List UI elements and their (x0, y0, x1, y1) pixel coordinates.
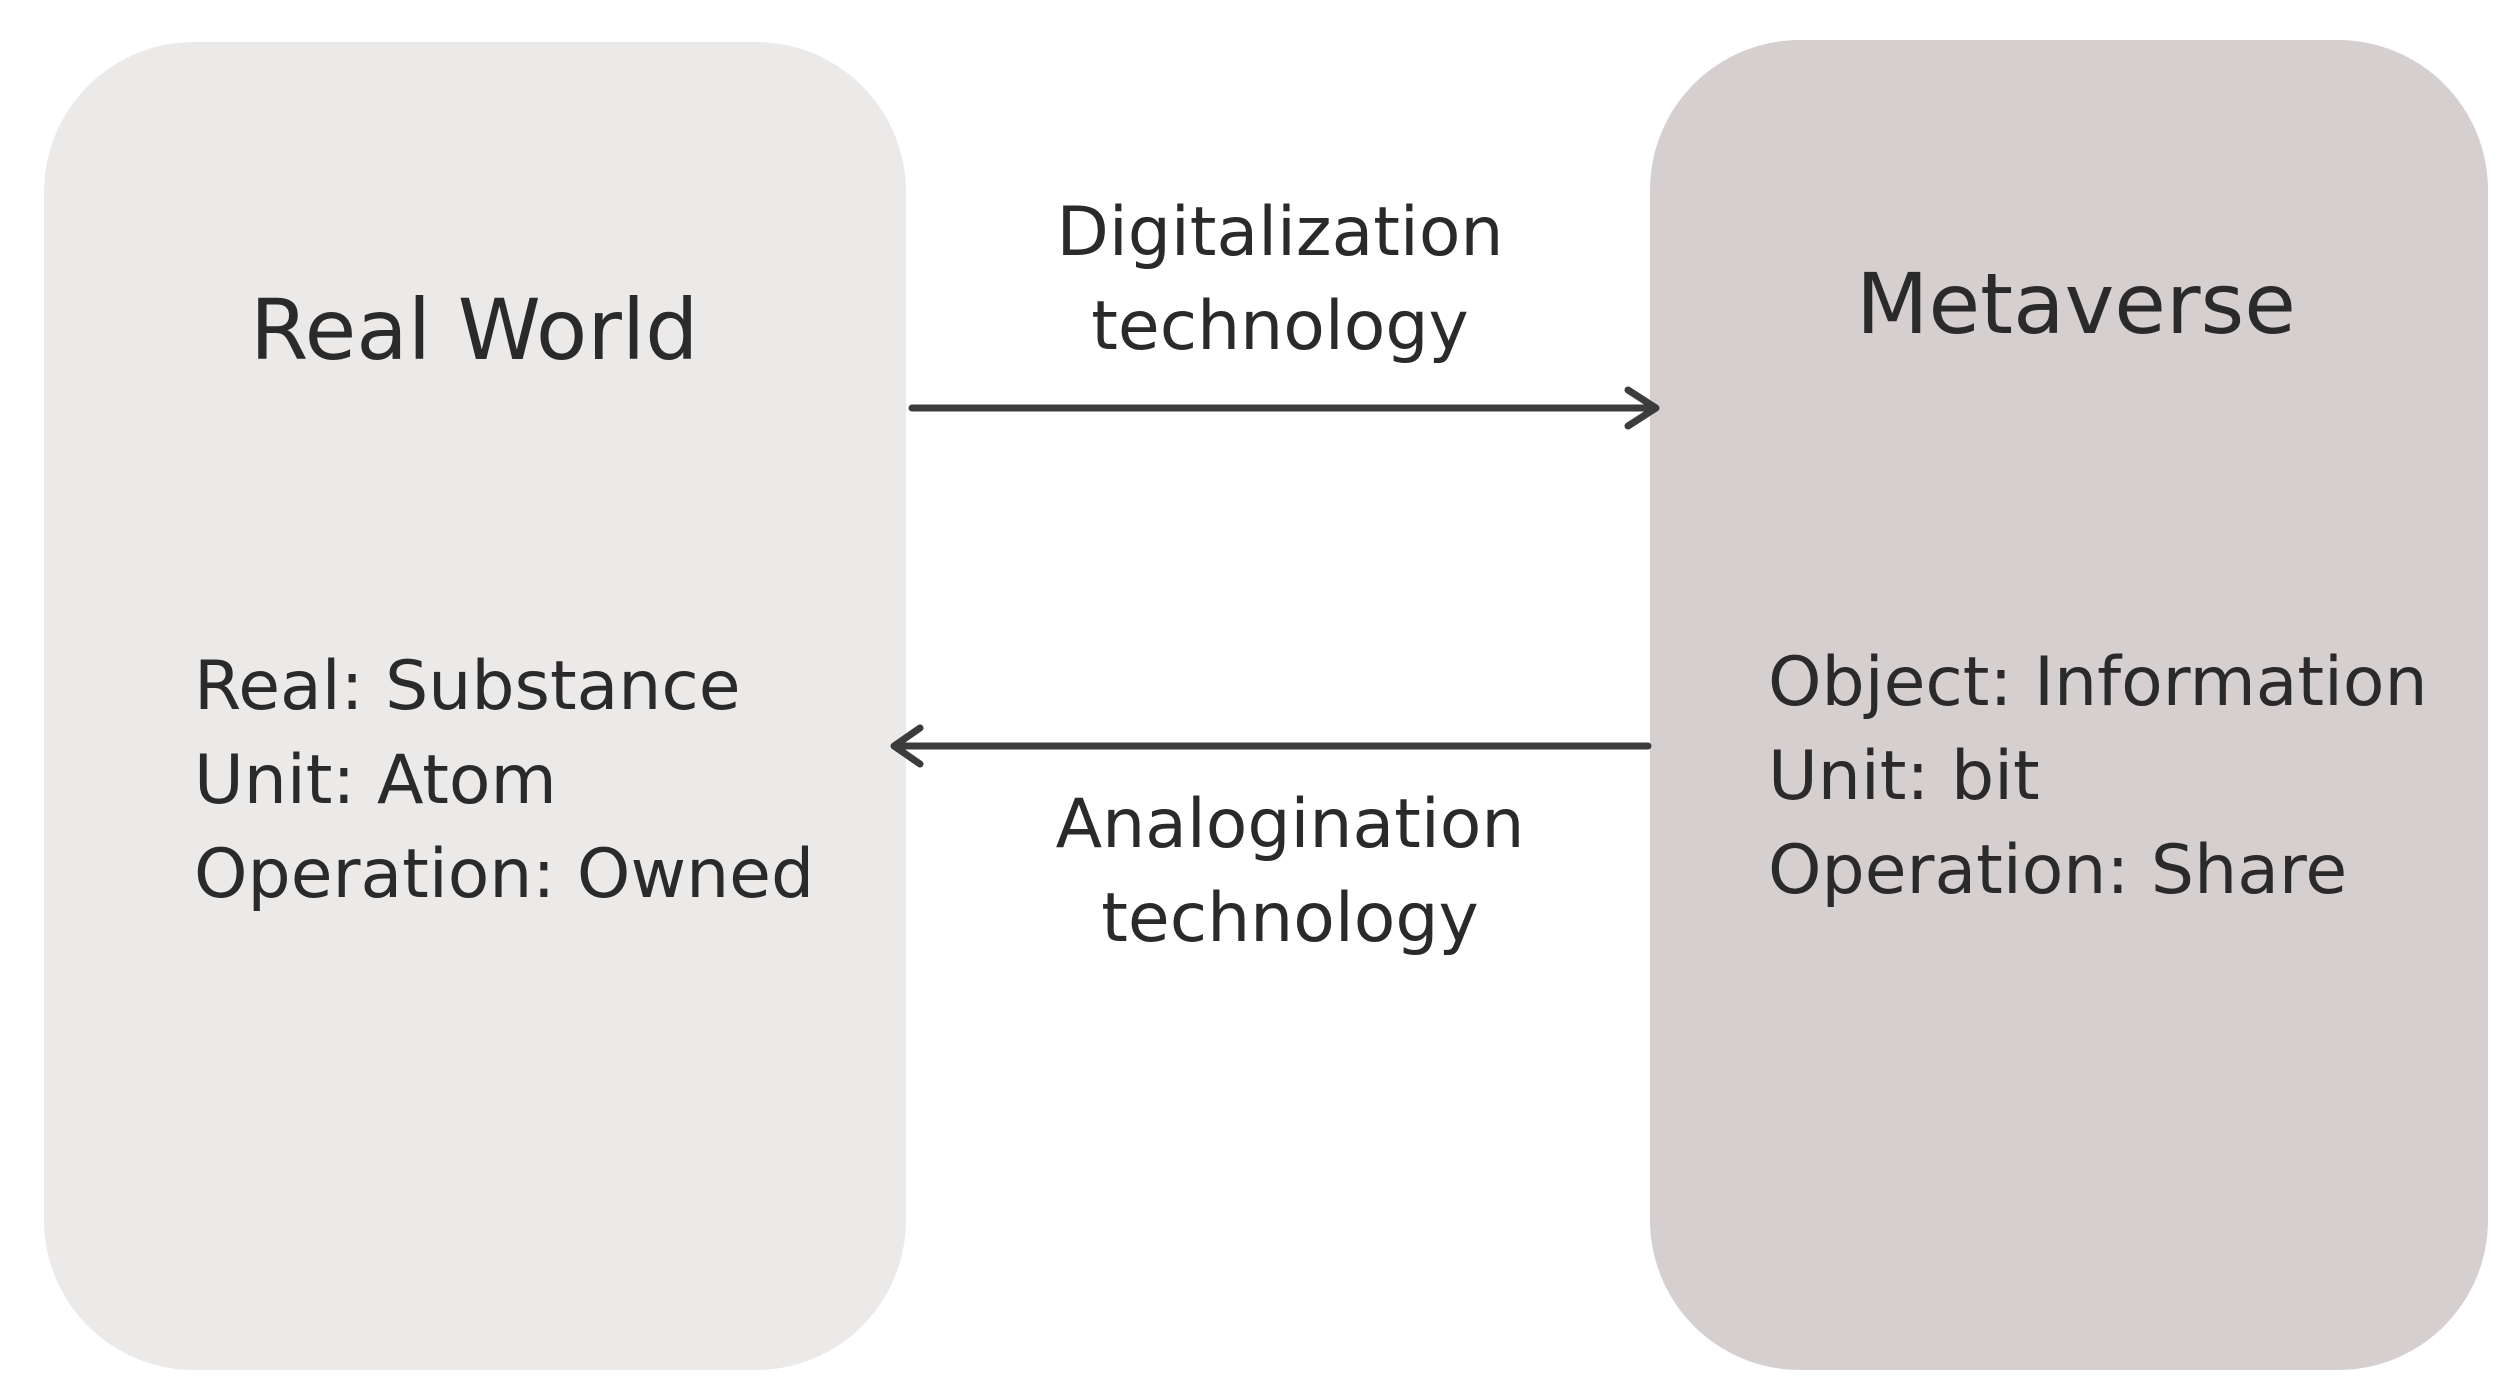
analogination-label-line1: Analogination (1055, 785, 1525, 864)
metaverse-property-unit: Unit: bit (1768, 737, 2040, 816)
real-world-property-unit: Unit: Atom (194, 741, 557, 820)
metaverse-properties: Object: Information Unit: bit Operation:… (1768, 636, 2428, 918)
analogination-label-line2: technology (1101, 879, 1479, 958)
metaverse-title: Metaverse (1856, 255, 2296, 353)
real-world-property-substance: Real: Substance (194, 647, 741, 726)
digitalization-label-line1: Digitalization (1056, 193, 1504, 272)
digitalization-label-line2: technology (1091, 287, 1469, 366)
arrow-to-real-world (890, 724, 1652, 768)
metaverse-property-operation: Operation: Share (1768, 831, 2348, 910)
arrow-to-metaverse (908, 386, 1660, 430)
real-world-properties: Real: Substance Unit: Atom Operation: Ow… (194, 640, 814, 922)
real-world-property-operation: Operation: Owned (194, 835, 815, 914)
metaverse-panel: Metaverse Object: Information Unit: bit … (1650, 40, 2488, 1370)
analogination-label: Analogination technology (1050, 778, 1530, 966)
metaverse-property-object: Object: Information (1768, 643, 2428, 722)
real-world-title: Real World (250, 281, 699, 379)
digitalization-label: Digitalization technology (1040, 186, 1520, 374)
real-world-panel: Real World Real: Substance Unit: Atom Op… (44, 42, 906, 1370)
